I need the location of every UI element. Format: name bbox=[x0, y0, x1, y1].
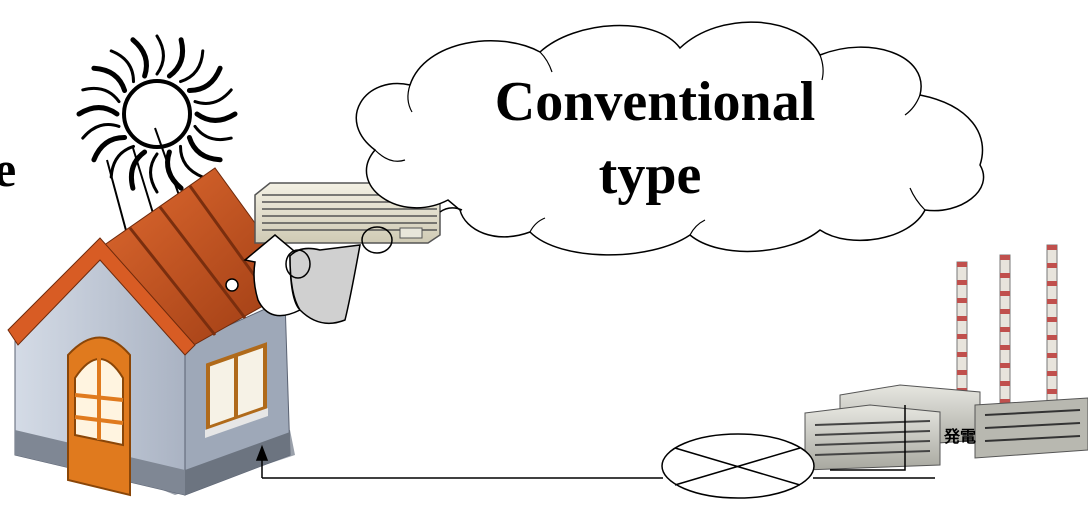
stack-band bbox=[1000, 291, 1010, 296]
stack-band bbox=[957, 352, 967, 357]
sun-ray bbox=[157, 36, 163, 74]
sun-ray bbox=[83, 125, 119, 139]
stack-band bbox=[957, 262, 967, 267]
sun-ray bbox=[189, 138, 220, 160]
stack-band bbox=[1047, 389, 1057, 394]
stack-band bbox=[1047, 371, 1057, 376]
stack-band bbox=[1000, 381, 1010, 386]
cloud-title-line2: type bbox=[599, 144, 702, 206]
stack-band bbox=[1000, 327, 1010, 332]
sun-ray bbox=[79, 108, 117, 114]
switch-symbol bbox=[662, 434, 814, 498]
stack-band bbox=[1047, 245, 1057, 250]
stack-band bbox=[1047, 353, 1057, 358]
sun-ray bbox=[197, 114, 235, 120]
power-plant-label: 発電 bbox=[943, 427, 976, 446]
stack-band bbox=[957, 280, 967, 285]
sun-ray bbox=[133, 40, 147, 76]
power-plant-icon: 発電 bbox=[805, 245, 1088, 470]
stack-band bbox=[1000, 309, 1010, 314]
stack-band bbox=[1000, 273, 1010, 278]
stack-band bbox=[1000, 255, 1010, 260]
stack-band bbox=[1000, 363, 1010, 368]
stack-band bbox=[1047, 263, 1057, 268]
stack-band bbox=[1047, 281, 1057, 286]
smoke-stack bbox=[1000, 255, 1010, 420]
sun-ray bbox=[83, 88, 119, 101]
sun-icon bbox=[79, 36, 235, 192]
thought-cloud: Conventional type bbox=[356, 22, 983, 255]
stack-band bbox=[1000, 345, 1010, 350]
stack-band bbox=[1047, 335, 1057, 340]
sun-ray bbox=[151, 154, 157, 192]
sun-ray bbox=[169, 40, 182, 76]
stack-band bbox=[957, 334, 967, 339]
stack-band bbox=[1047, 317, 1057, 322]
sun-ray bbox=[94, 68, 125, 90]
sun-ray bbox=[195, 90, 231, 104]
stack-band bbox=[957, 298, 967, 303]
stack-band bbox=[957, 316, 967, 321]
stack-band bbox=[1047, 299, 1057, 304]
stack-band bbox=[957, 370, 967, 375]
cloud-title-line1: Conventional bbox=[495, 71, 816, 133]
left-edge-text: e bbox=[0, 141, 16, 197]
sun-ray bbox=[195, 126, 231, 139]
